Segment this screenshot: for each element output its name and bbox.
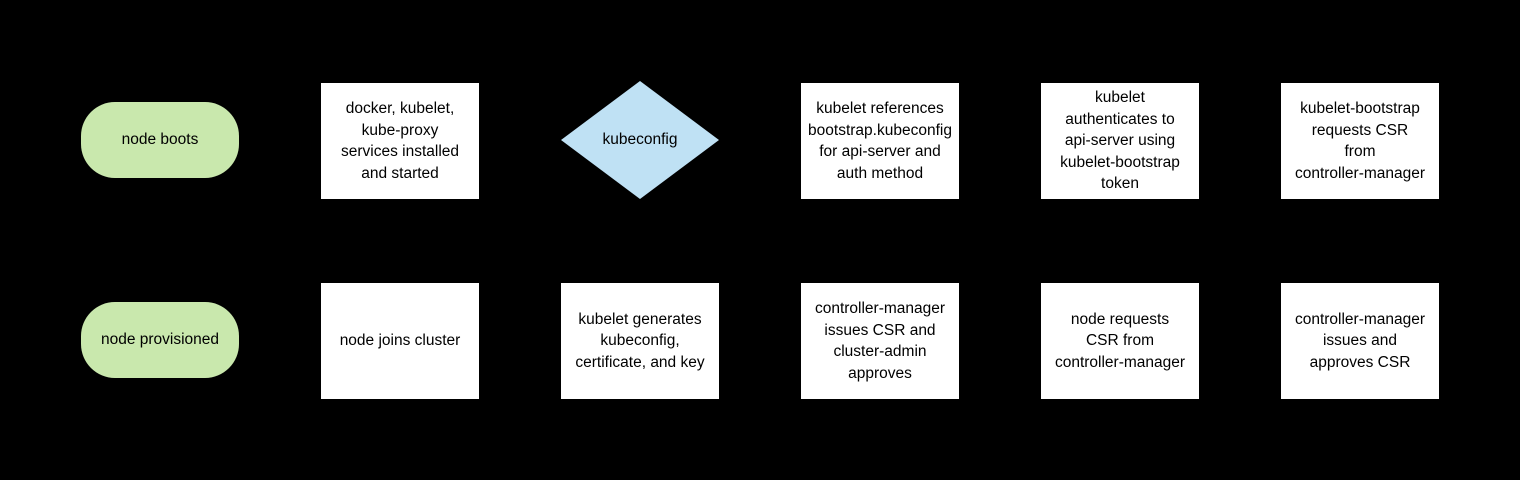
flow-node-label: node boots <box>121 131 199 149</box>
flow-node-label: kubelet-bootstrap requests CSR from cont… <box>1294 100 1426 182</box>
flow-node-services-installed[interactable]: docker, kubelet, kube-proxy services ins… <box>321 83 479 199</box>
flow-node-kubelet-authenticates[interactable]: kubelet authenticates to api-server usin… <box>1041 83 1199 199</box>
flow-node-label: kubelet generates kubeconfig, certificat… <box>575 310 705 371</box>
flow-node-kubelet-references-bootstrap[interactable]: kubelet references bootstrap.kubeconfig … <box>801 83 959 199</box>
flow-node-label: docker, kubelet, kube-proxy services ins… <box>340 100 460 182</box>
flow-node-label: controller-manager issues and approves C… <box>1294 310 1426 371</box>
flow-node-label: node joins cluster <box>339 332 461 350</box>
flow-node-node-joins-cluster[interactable]: node joins cluster <box>321 283 479 399</box>
flow-node-kubelet-generates[interactable]: kubelet generates kubeconfig, certificat… <box>561 283 719 399</box>
flow-node-controller-manager-issues-csr[interactable]: controller-manager issues CSR and cluste… <box>801 283 959 399</box>
flow-node-label: node provisioned <box>100 331 220 349</box>
flow-node-node-provisioned[interactable]: node provisioned <box>81 302 239 378</box>
flow-node-label: node requests CSR from controller-manage… <box>1054 310 1186 371</box>
flow-node-node-requests-csr[interactable]: node requests CSR from controller-manage… <box>1041 283 1199 399</box>
flow-node-label: kubelet references bootstrap.kubeconfig … <box>808 100 952 182</box>
flow-node-label: kubelet authenticates to api-server usin… <box>1060 89 1180 193</box>
flow-node-label: controller-manager issues CSR and cluste… <box>814 300 946 382</box>
flow-node-kubelet-bootstrap-requests-csr[interactable]: kubelet-bootstrap requests CSR from cont… <box>1281 83 1439 199</box>
flow-node-kubeconfig-decision[interactable]: kubeconfig <box>561 81 719 199</box>
flow-node-controller-manager-approves-csr[interactable]: controller-manager issues and approves C… <box>1281 283 1439 399</box>
flow-node-label: kubeconfig <box>602 131 678 149</box>
flow-node-node-boots[interactable]: node boots <box>81 102 239 178</box>
